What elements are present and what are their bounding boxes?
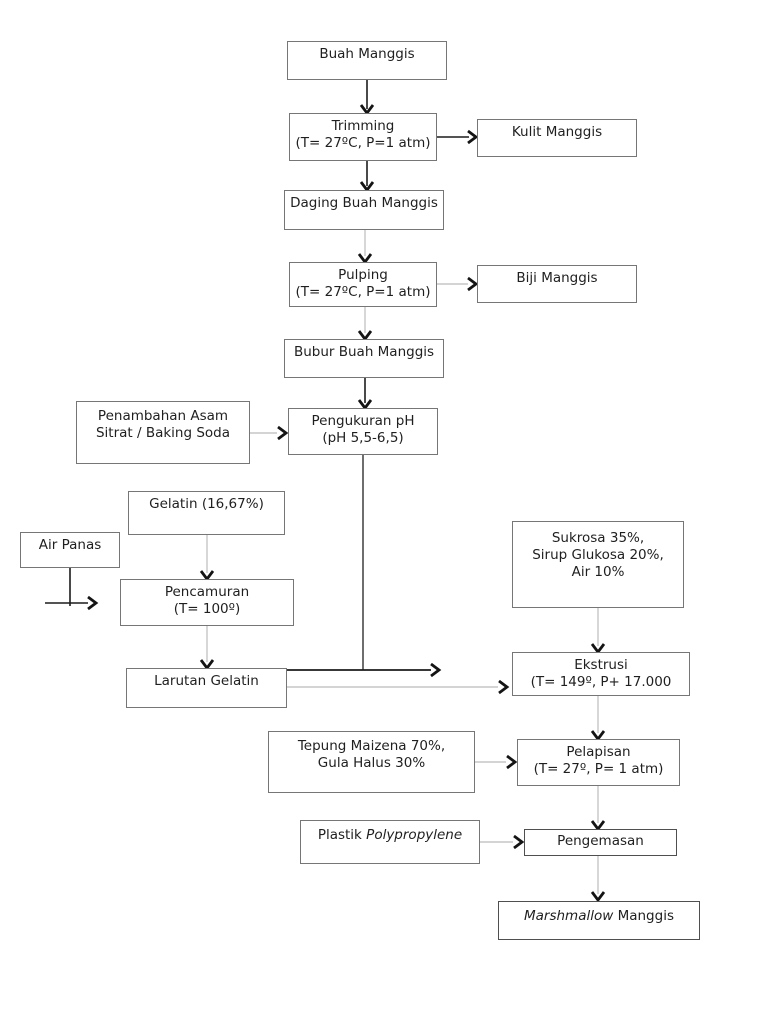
node-label: Pelapisan <box>566 744 631 760</box>
arrow-plastik-to-pengemasan-head <box>513 834 525 850</box>
node-buah-manggis: Buah Manggis <box>287 41 447 80</box>
arrow-larutan-to-ekstrusi-head <box>498 679 510 695</box>
node-sublabel: (T= 27ºC, P=1 atm) <box>295 135 431 151</box>
node-kulit-manggis: Kulit Manggis <box>477 119 637 157</box>
node-label: Gelatin (16,67%) <box>149 496 264 512</box>
node-label: Buah Manggis <box>319 46 415 62</box>
arrow-tepung-to-pelapisan-head <box>506 754 518 770</box>
node-pulping: Pulping (T= 27ºC, P=1 atm) <box>289 262 437 307</box>
node-tepung-maizena: Tepung Maizena 70%, Gula Halus 30% <box>268 731 475 793</box>
node-label: Larutan Gelatin <box>154 673 259 689</box>
node-pelapisan: Pelapisan (T= 27º, P= 1 atm) <box>517 739 680 786</box>
node-sublabel: Sirup Glukosa 20%, <box>532 547 664 563</box>
node-pencamuran: Pencamuran (T= 100º) <box>120 579 294 626</box>
node-sublabel: (T= 27ºC, P=1 atm) <box>295 284 431 300</box>
node-label: Bubur Buah Manggis <box>293 344 435 360</box>
node-label: Biji Manggis <box>516 270 598 286</box>
node-label: Marshmallow Manggis <box>524 908 674 924</box>
node-penambahan-asam: Penambahan Asam Sitrat / Baking Soda <box>76 401 250 464</box>
node-label: Kulit Manggis <box>511 124 603 140</box>
node-label: Trimming <box>331 118 395 134</box>
arrow-air-panas-head <box>87 595 99 611</box>
node-bubur-buah-manggis: Bubur Buah Manggis <box>284 339 444 378</box>
node-biji-manggis: Biji Manggis <box>477 265 637 303</box>
arrow-trimming-to-kulit-head <box>467 129 479 145</box>
node-gelatin: Gelatin (16,67%) <box>128 491 285 535</box>
node-label: Pencamuran <box>164 584 250 600</box>
node-air-panas: Air Panas <box>20 532 120 568</box>
node-label: Pulping <box>338 267 388 283</box>
node-label: Pengemasan <box>557 833 644 849</box>
node-sublabel: (pH 5,5-6,5) <box>322 430 404 446</box>
node-label: Pengukuran pH <box>311 413 415 429</box>
node-trimming: Trimming (T= 27ºC, P=1 atm) <box>289 113 437 161</box>
node-pengemasan: Pengemasan <box>524 829 677 856</box>
node-daging-buah-manggis: Daging Buah Manggis <box>284 190 444 230</box>
node-sublabel: Gula Halus 30% <box>317 755 426 771</box>
node-label: Ekstrusi <box>574 657 628 673</box>
node-label: Plastik Polypropylene <box>317 827 463 843</box>
node-sukrosa: Sukrosa 35%, Sirup Glukosa 20%, Air 10% <box>512 521 684 608</box>
node-sublabel: (T= 100º) <box>173 601 241 617</box>
arrow-pengemasan-to-marshmallow-head <box>590 891 606 903</box>
node-sublabel: (T= 27º, P= 1 atm) <box>533 761 664 777</box>
node-label: Daging Buah Manggis <box>290 195 438 211</box>
node-label: Penambahan Asam <box>97 408 229 424</box>
node-sublabel: Sitrat / Baking Soda <box>95 425 231 441</box>
node-larutan-gelatin: Larutan Gelatin <box>126 668 287 708</box>
node-sublabel: (T= 149º, P+ 17.000 <box>530 674 672 690</box>
node-label: Tepung Maizena 70%, <box>297 738 446 754</box>
node-label: Air Panas <box>38 537 102 553</box>
arrow-junction-horizontal-head <box>430 662 442 678</box>
arrow-pulping-to-biji-head <box>467 276 479 292</box>
node-pengukuran-ph: Pengukuran pH (pH 5,5-6,5) <box>288 408 438 455</box>
node-plastik-polypropylene: Plastik Polypropylene <box>300 820 480 864</box>
arrow-penambahan-to-ph-head <box>277 425 289 441</box>
node-marshmallow-manggis: Marshmallow Manggis <box>498 901 700 940</box>
node-sublabel2: Air 10% <box>571 564 625 580</box>
node-label: Sukrosa 35%, <box>551 530 645 546</box>
node-ekstrusi: Ekstrusi (T= 149º, P+ 17.000 <box>512 652 690 696</box>
